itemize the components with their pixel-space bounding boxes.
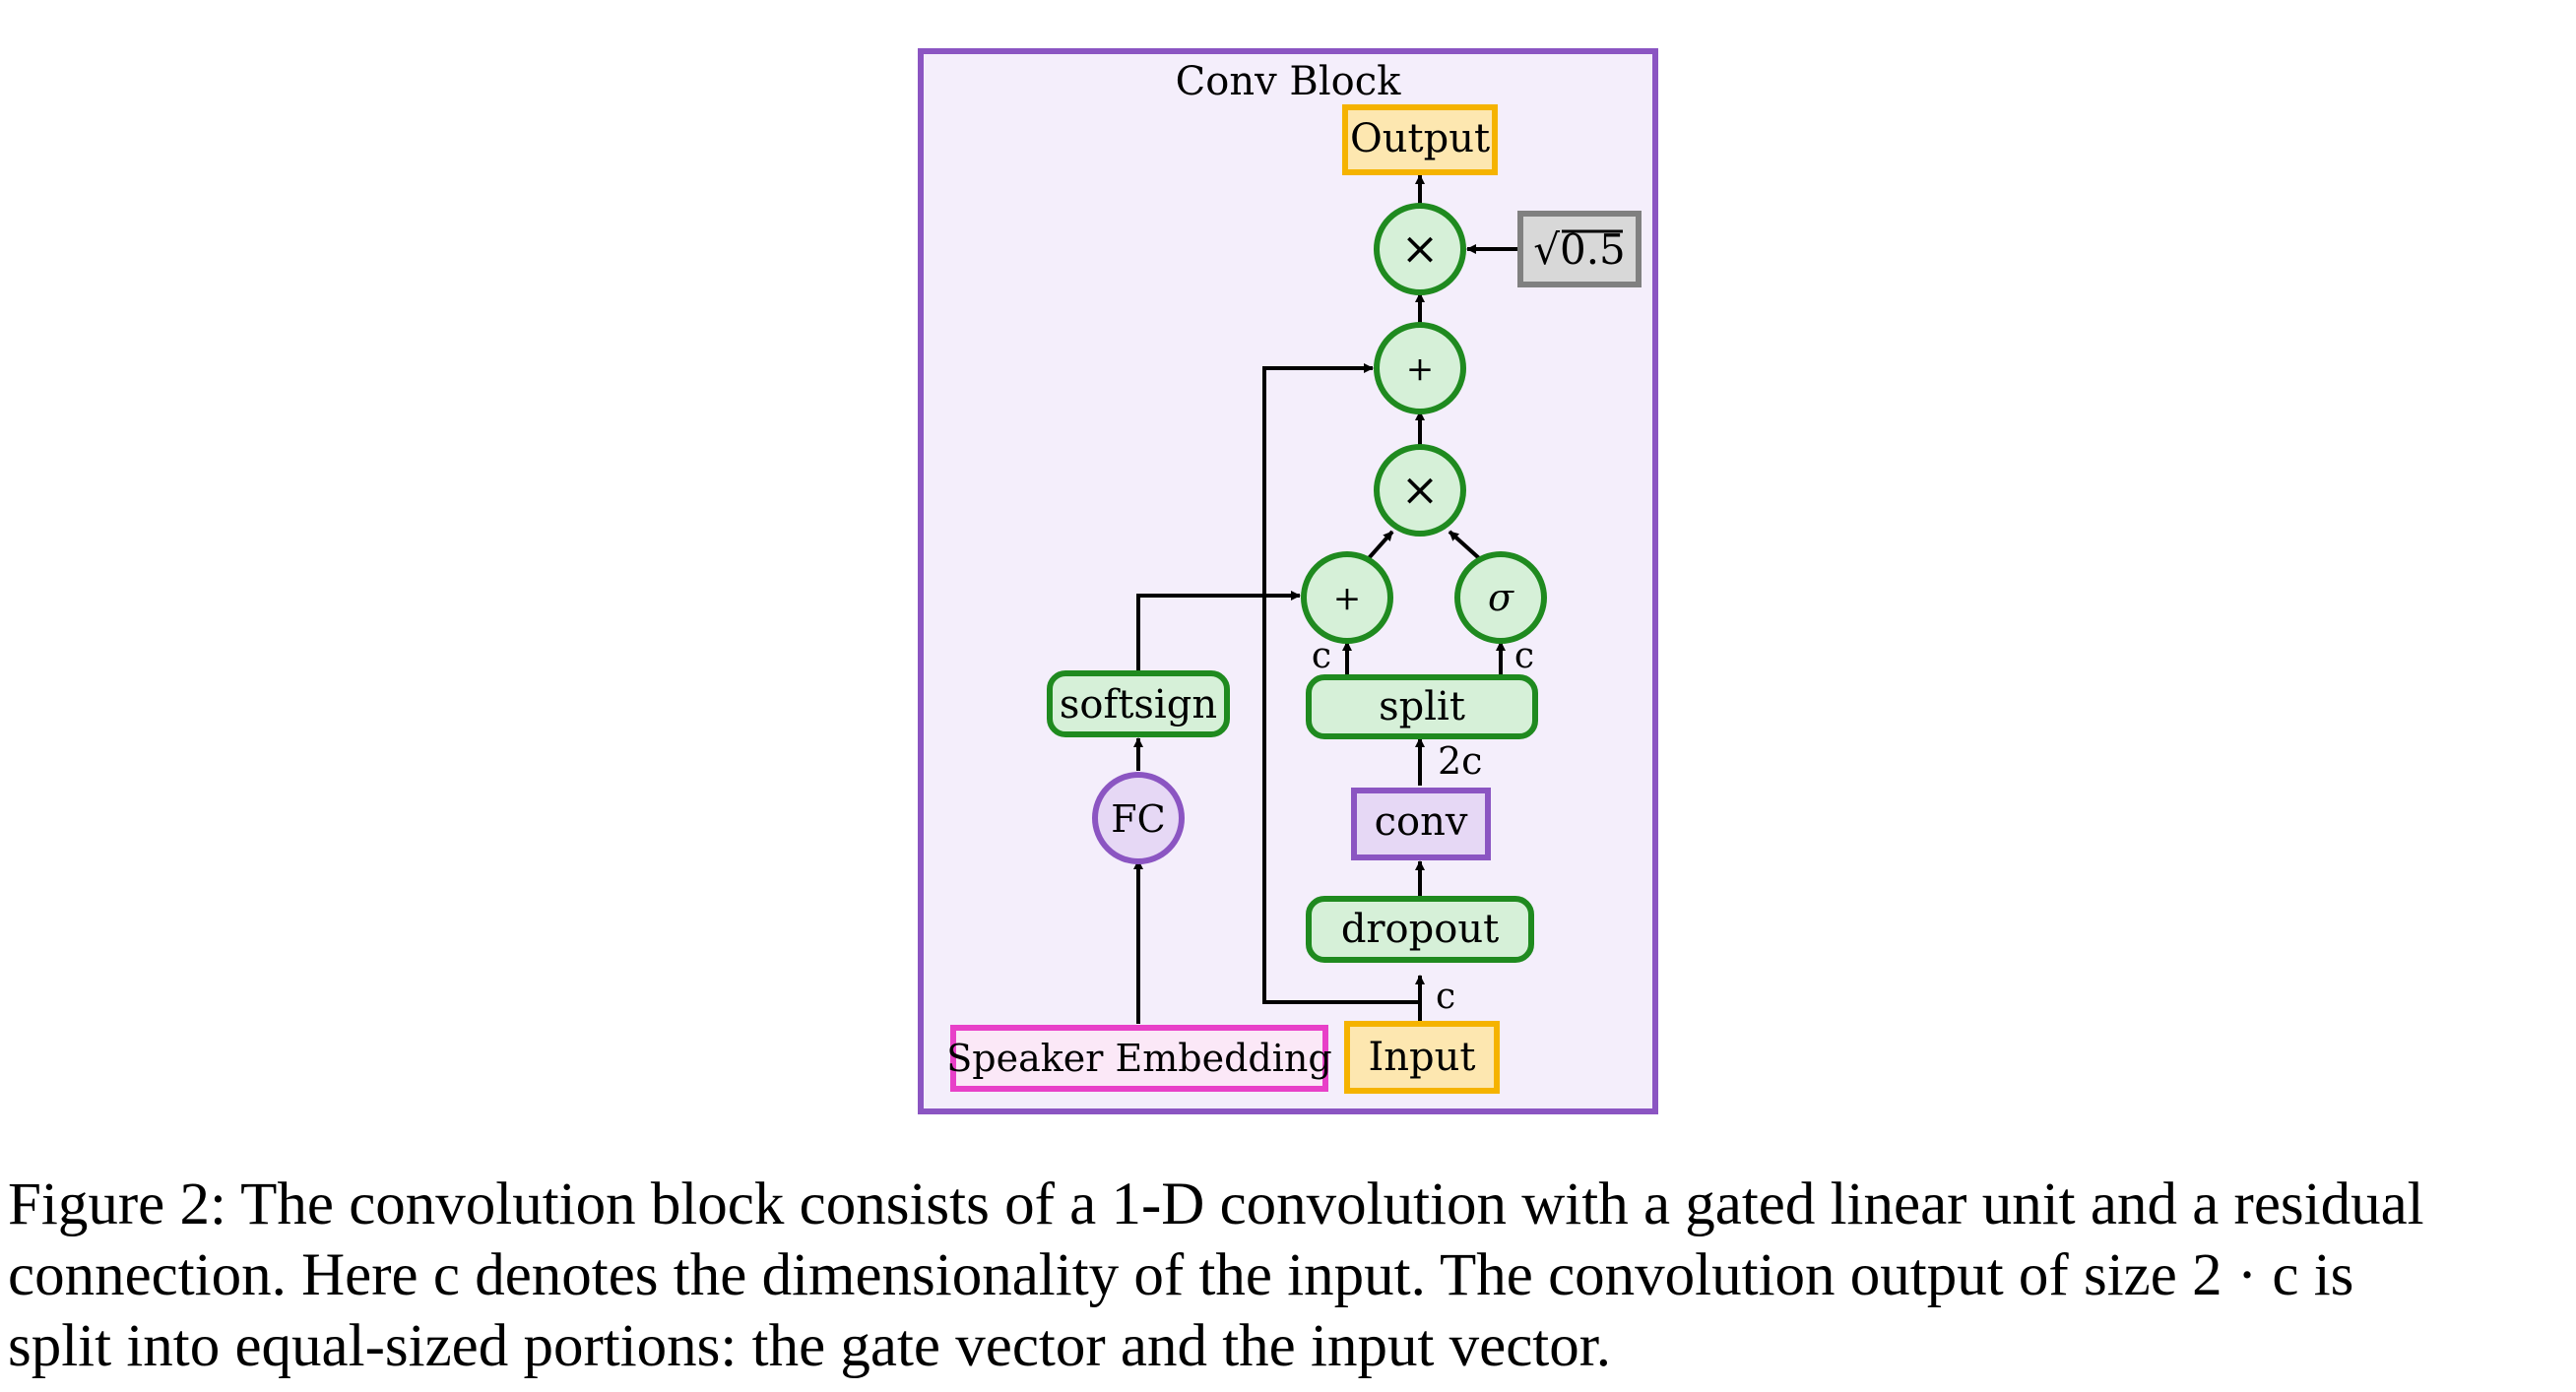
plus-speaker-symbol: + bbox=[1333, 579, 1362, 618]
dropout-box bbox=[1306, 896, 1534, 963]
caption-line-3: split into equal-sized portions: the gat… bbox=[8, 1313, 1611, 1379]
softsign-label: softsign bbox=[1060, 682, 1217, 728]
multiply-gate-node bbox=[1374, 444, 1466, 537]
conv-box bbox=[1351, 788, 1491, 860]
scale-label: √0.5 bbox=[1533, 225, 1626, 274]
conv-label: conv bbox=[1375, 799, 1468, 845]
conv-block-container bbox=[918, 48, 1658, 1114]
edge-sigmoid-multiply bbox=[1448, 530, 1481, 560]
multiply-gate-symbol: × bbox=[1401, 463, 1440, 516]
speaker-embedding-label: Speaker Embedding bbox=[946, 1037, 1331, 1080]
scale-box bbox=[1517, 211, 1642, 287]
block-title: Conv Block bbox=[1176, 59, 1401, 104]
fc-label: FC bbox=[1111, 797, 1165, 841]
multiply-top-node bbox=[1374, 203, 1466, 295]
speaker-embedding-box bbox=[950, 1025, 1328, 1092]
split-left-c-label: c bbox=[1312, 636, 1331, 676]
input-box bbox=[1344, 1021, 1500, 1094]
conv-block-diagram: Conv Block Output × bbox=[918, 48, 1658, 1114]
split-label: split bbox=[1379, 684, 1465, 729]
edges bbox=[1133, 174, 1517, 1024]
output-box bbox=[1342, 104, 1498, 175]
figure-caption: Figure 2: The convolution block consists… bbox=[8, 1170, 2568, 1382]
plus-residual-node bbox=[1374, 322, 1466, 414]
edge-residual-skip bbox=[1262, 363, 1420, 1004]
split-box bbox=[1306, 674, 1538, 739]
multiply-top-symbol: × bbox=[1401, 221, 1440, 275]
output-label: Output bbox=[1350, 116, 1490, 161]
conv-out-2c-label: 2c bbox=[1438, 739, 1482, 783]
split-right-c-label: c bbox=[1514, 636, 1534, 676]
caption-line-2: connection. Here c denotes the dimension… bbox=[8, 1242, 2354, 1308]
caption-line-1: Figure 2: The convolution block consists… bbox=[8, 1171, 2424, 1237]
sigmoid-symbol: σ bbox=[1488, 576, 1514, 619]
fc-node bbox=[1092, 772, 1185, 864]
plus-speaker-node bbox=[1301, 551, 1393, 644]
input-c-label: c bbox=[1436, 977, 1455, 1017]
plus-residual-symbol: + bbox=[1406, 349, 1435, 389]
edge-softsign-plus bbox=[1136, 591, 1301, 671]
softsign-box bbox=[1047, 670, 1230, 737]
dropout-label: dropout bbox=[1341, 907, 1499, 952]
sigmoid-node bbox=[1454, 551, 1547, 644]
input-label: Input bbox=[1368, 1035, 1475, 1080]
edge-plus-multiply bbox=[1367, 530, 1394, 560]
